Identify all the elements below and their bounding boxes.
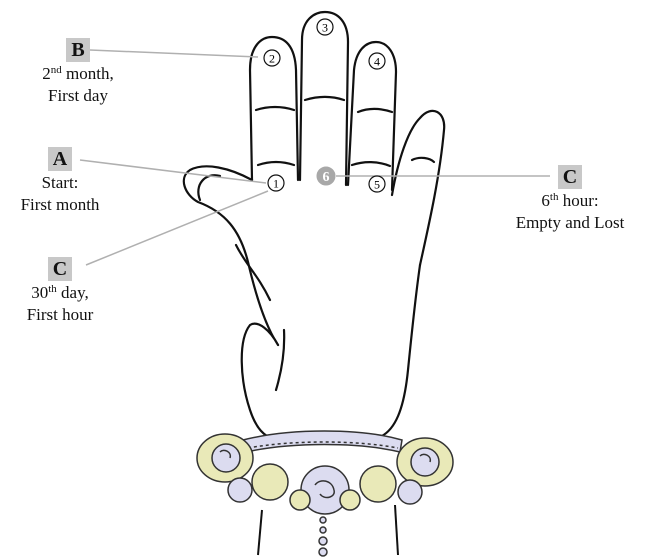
- bracelet-bead: [320, 527, 326, 533]
- callout-b: B 2nd month, First day: [18, 38, 138, 107]
- marker-4: 4: [374, 55, 380, 69]
- marker-3: 3: [322, 21, 328, 35]
- bracelet-bead: [319, 548, 327, 556]
- ordinal-number: 30: [31, 283, 48, 302]
- callout-c-left: C 30th day, First hour: [10, 257, 110, 326]
- callout-letter-badge: C: [48, 257, 72, 281]
- wrist-edge: [395, 505, 398, 555]
- bracelet-rose: [398, 480, 422, 504]
- marker-6: 6: [323, 170, 330, 185]
- bracelet-rose: [411, 448, 439, 476]
- callout-letter-badge: C: [558, 165, 582, 189]
- callout-line-1: 2nd month,: [18, 63, 138, 85]
- ordinal-suffix: nd: [51, 64, 62, 76]
- ordinal-suffix: th: [48, 283, 57, 295]
- ordinal-number: 2: [42, 64, 51, 83]
- callout-c-right: C 6th hour: Empty and Lost: [495, 165, 645, 234]
- callout-line-1: 6th hour:: [495, 190, 645, 212]
- wrist-edge: [258, 510, 262, 555]
- ordinal-number: 6: [541, 191, 550, 210]
- callout-a: A Start: First month: [0, 147, 120, 216]
- callout-text: month,: [62, 64, 114, 83]
- callout-letter-badge: B: [66, 38, 90, 62]
- callout-line-2: First hour: [10, 304, 110, 326]
- callout-line-1: Start:: [0, 172, 120, 194]
- bracelet-bead: [319, 537, 327, 545]
- flower-bracelet: [197, 431, 453, 556]
- callout-text: day,: [57, 283, 89, 302]
- callout-line-2: Empty and Lost: [495, 212, 645, 234]
- callout-text: hour:: [558, 191, 598, 210]
- bracelet-bead: [320, 517, 326, 523]
- bracelet-rose: [212, 444, 240, 472]
- callout-line-2: First month: [0, 194, 120, 216]
- bracelet-rose: [252, 464, 288, 500]
- bracelet-rose: [228, 478, 252, 502]
- marker-1: 1: [273, 177, 279, 191]
- hand-illustration: [184, 12, 444, 440]
- marker-2: 2: [269, 52, 275, 66]
- callout-line-2: First day: [18, 85, 138, 107]
- bracelet-rose: [290, 490, 310, 510]
- callout-letter-badge: A: [48, 147, 72, 171]
- bracelet-rose: [340, 490, 360, 510]
- marker-5: 5: [374, 178, 380, 192]
- callout-line-1: 30th day,: [10, 282, 110, 304]
- bracelet-rose: [360, 466, 396, 502]
